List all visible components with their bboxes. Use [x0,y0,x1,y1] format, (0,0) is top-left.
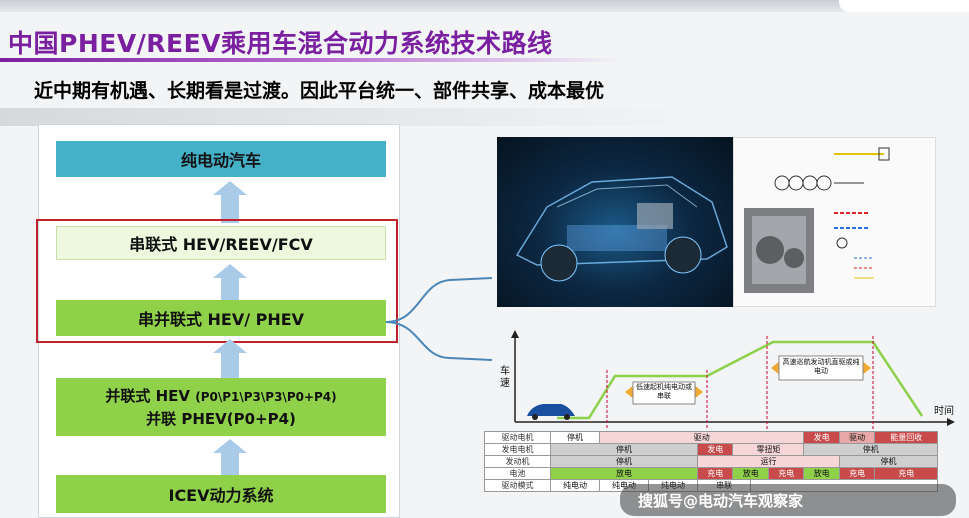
mode-cell: 充电 [696,467,734,480]
bev-label: 纯电动汽车 [180,151,261,170]
mode-cell: 充电 [838,467,876,480]
connector-brace [385,277,493,361]
up-arrow-icon [213,264,247,300]
speed-profile-chart [511,330,955,430]
icev-label: ICEV动力系统 [168,486,274,505]
mode-cell: 零扭矩 [732,443,805,456]
x-axis-arrow-icon [947,418,955,426]
mode-table: 驱动电机停机驱动发电驱动能量回收发电电机停机发电零扭矩停机发动机停机运行停机电池… [484,431,939,492]
mode-row-label: 驱动电机 [484,431,551,444]
speed-curve [557,340,924,420]
series-parallel-label: 串并联式 HEV/ PHEV [137,310,305,329]
mode-row-label: 发电电机 [484,443,551,456]
bev-box: 纯电动汽车 [56,141,386,177]
up-arrow-icon [213,339,247,379]
low-speed-note: 低速起机纯电动或串联 [636,383,692,400]
up-arrow-icon [213,181,247,223]
mode-table-row: 发动机停机运行停机 [484,455,939,468]
mode-cell: 发电 [696,443,734,456]
high-speed-note-box [778,355,864,381]
mode-cell: 停机 [550,455,698,468]
y-axis-arrow-icon [511,330,519,338]
up-arrow-icon [213,439,247,475]
mode-cell: 运行 [697,455,840,468]
highlight-frame [36,219,398,343]
parallel-box: 并联式 HEV (P0\P1\P3\P3\P0+P4) 并联 PHEV(P0+P… [56,378,386,436]
subtitle-shadow [0,108,700,126]
mode-cell: 放电 [803,467,840,480]
y-label-top: 车 [500,366,510,377]
mode-cell: 发电 [803,431,840,444]
mode-cell: 充电 [874,467,938,480]
top-corner [839,0,969,12]
mode-table-row: 发电电机停机发电零扭矩停机 [484,443,938,456]
title-underline [0,58,620,62]
parallel-line1: 并联式 HEV (P0\P1\P3\P3\P0+P4) [105,385,336,408]
series-label: 串联式 HEV/REEV/FCV [129,235,313,254]
mode-cell: 驱动 [598,431,805,444]
series-box: 串联式 HEV/REEV/FCV [56,226,386,260]
mode-row-label: 发动机 [484,455,551,468]
mode-cell: 放电 [550,467,698,480]
top-band [0,0,969,12]
watermark: 搜狐号@电动汽车观察家 [620,484,956,516]
parallel-line2: 并联 PHEV(P0+P4) [146,409,296,428]
slide-subtitle: 近中期有机遇、长期看是过渡。因此平台统一、部件共享、成本最优 [34,80,605,102]
mode-cell: 充电 [767,467,805,480]
parallel-detail: (P0\P1\P3\P3\P0+P4) [195,389,337,404]
mode-table-row: 电池放电充电放电充电放电充电充电 [484,467,938,480]
parallel-main: 并联式 HEV [105,386,196,405]
high-speed-note: 高速巡航发动机直驱或纯电动 [782,358,860,375]
mode-row-label: 驱动模式 [484,479,551,492]
x-axis-label: 时间 [934,406,954,417]
slide-title: 中国PHEV/REEV乘用车混合动力系统技术路线 [8,29,553,58]
icev-box: ICEV动力系统 [56,475,386,513]
mode-cell: 停机 [838,455,939,468]
mode-cell: 能量回收 [874,431,938,444]
mode-row-label: 电池 [484,467,551,480]
mode-table-row: 驱动电机停机驱动发电驱动能量回收 [484,431,938,444]
mode-cell: 停机 [550,443,698,456]
car-icon [527,404,575,420]
series-parallel-box: 串并联式 HEV/ PHEV [56,300,386,336]
transmission-diagram-image [733,137,936,307]
hybrid-car-image [497,137,733,307]
mode-cell: 纯电动 [550,479,600,492]
mode-cell: 停机 [803,443,938,456]
mode-cell: 停机 [550,431,600,444]
y-label-bottom: 速 [500,378,510,389]
mode-cell: 放电 [732,467,769,480]
mode-cell: 驱动 [838,431,876,444]
low-speed-note-box [632,381,696,405]
